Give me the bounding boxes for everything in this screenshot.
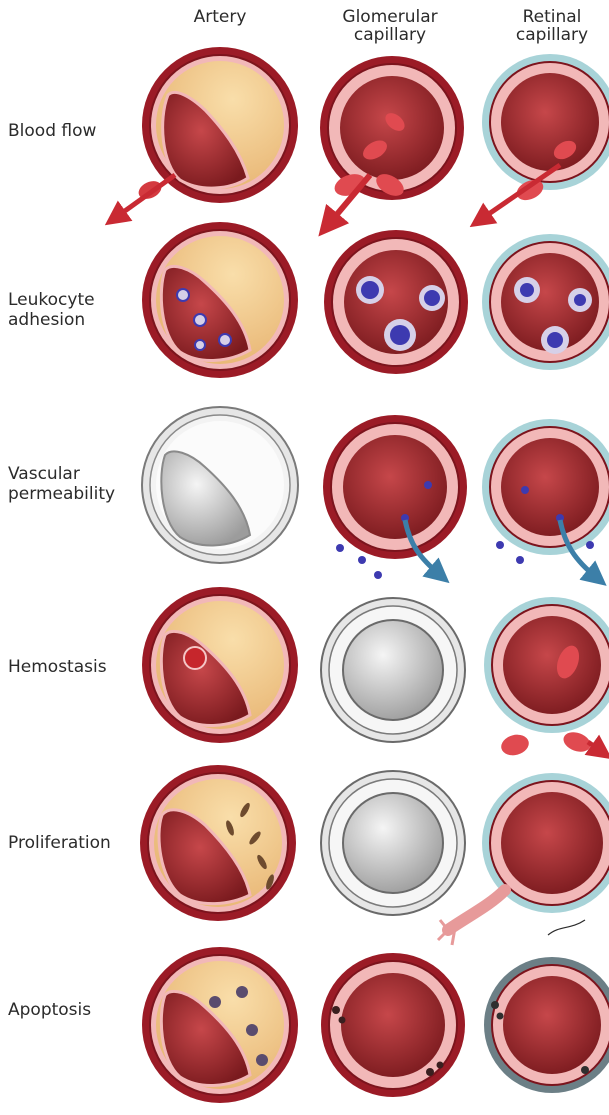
panel-artery-leukocyte-adhesion bbox=[142, 222, 298, 378]
panel-glomerular-leukocyte-adhesion bbox=[324, 230, 468, 374]
panel-artery-vascular-permeability bbox=[142, 407, 298, 563]
panel-glomerular-blood-flow bbox=[320, 56, 464, 225]
panel-artery-proliferation bbox=[140, 765, 296, 921]
panel-artery-apoptosis bbox=[142, 947, 298, 1103]
panel-retinal-blood-flow bbox=[480, 54, 609, 220]
panel-glomerular-vascular-permeability bbox=[323, 415, 467, 579]
panel-retinal-vascular-permeability bbox=[482, 419, 609, 578]
panel-glomerular-apoptosis bbox=[321, 953, 465, 1097]
panel-glomerular-proliferation bbox=[321, 771, 465, 915]
panel-retinal-apoptosis bbox=[484, 957, 609, 1093]
panel-retinal-leukocyte-adhesion bbox=[482, 234, 609, 370]
panel-artery-hemostasis bbox=[142, 587, 298, 743]
panel-retinal-hemostasis bbox=[484, 597, 609, 758]
panel-artery-blood-flow bbox=[115, 47, 298, 218]
panel-glomerular-hemostasis bbox=[321, 598, 465, 742]
